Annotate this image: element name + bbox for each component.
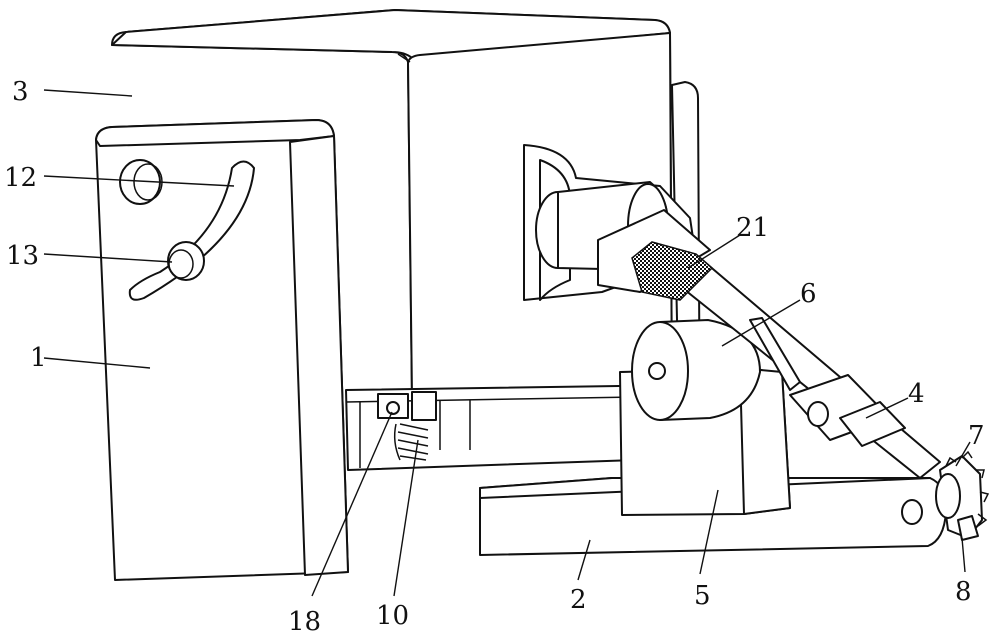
hatched-pad <box>631 241 714 301</box>
label-21: 21 <box>736 213 769 243</box>
spring-assembly <box>377 391 437 461</box>
side-plate <box>95 119 349 581</box>
leader-lines <box>43 89 971 597</box>
label-6: 6 <box>800 279 817 309</box>
label-3: 3 <box>12 77 29 107</box>
reference-labels: 3 12 13 1 21 6 4 7 18 10 2 5 8 <box>4 77 985 637</box>
label-4: 4 <box>908 379 925 409</box>
roller-wheel <box>631 319 761 421</box>
label-1: 1 <box>30 343 47 373</box>
slide-rod <box>659 257 941 479</box>
arm-pin <box>901 499 923 525</box>
gripper-head <box>523 144 714 301</box>
label-18: 18 <box>288 607 321 637</box>
label-10: 10 <box>376 601 409 631</box>
label-12: 12 <box>4 163 37 193</box>
label-13: 13 <box>6 241 39 271</box>
gear-joint <box>935 450 990 541</box>
label-8: 8 <box>955 577 972 607</box>
label-5: 5 <box>694 581 711 611</box>
label-7: 7 <box>968 421 985 451</box>
label-2: 2 <box>570 585 587 615</box>
